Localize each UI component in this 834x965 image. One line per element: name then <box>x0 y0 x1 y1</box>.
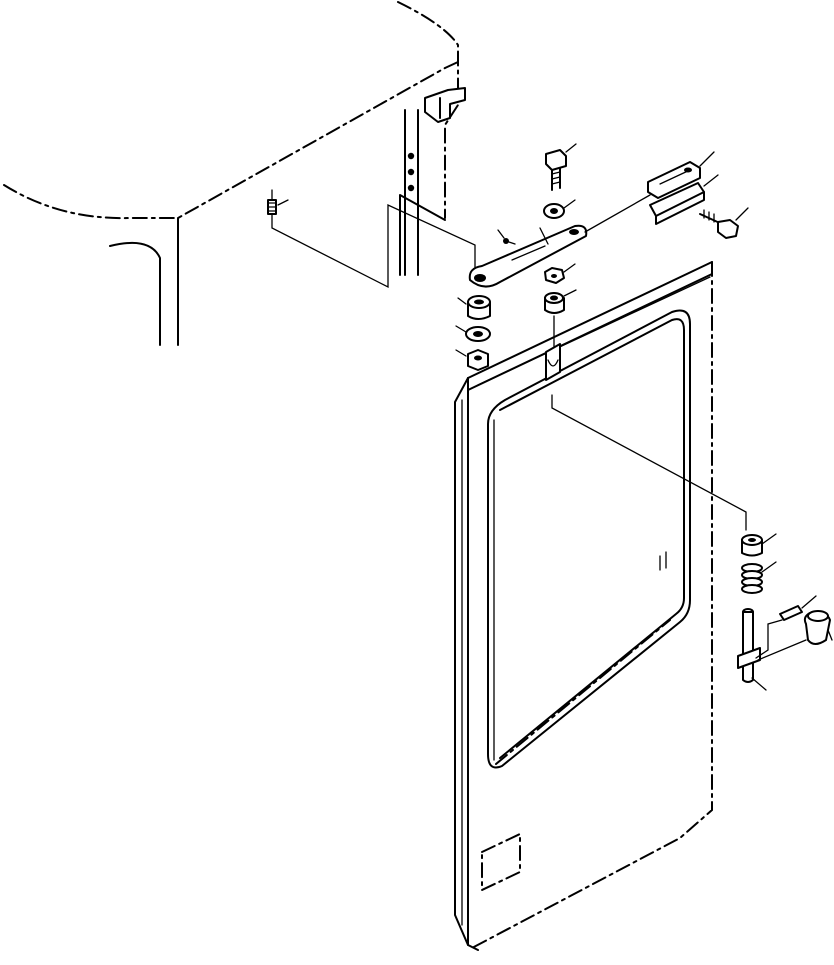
bracket-icon <box>647 151 715 199</box>
screw-icon <box>497 229 516 245</box>
bolt-icon <box>699 207 749 239</box>
spacer-icon <box>457 295 491 320</box>
leader-line <box>271 203 476 289</box>
washer-icon <box>455 325 491 342</box>
bolt-icon <box>545 143 577 191</box>
pin-icon <box>755 595 817 659</box>
door-panel <box>454 261 713 951</box>
spring-icon <box>741 561 777 594</box>
cab-stud-icon <box>267 189 289 215</box>
knob-icon <box>757 610 833 661</box>
washer-icon <box>543 199 576 219</box>
rod-icon <box>737 608 767 691</box>
bushing-icon <box>544 289 577 351</box>
bushing-icon <box>741 533 777 557</box>
nut-icon <box>544 263 576 284</box>
leader-line <box>551 394 747 531</box>
nut-icon <box>455 349 489 371</box>
plate-icon <box>649 174 719 225</box>
link-arm-icon <box>468 194 651 288</box>
cab-body <box>3 1 466 346</box>
